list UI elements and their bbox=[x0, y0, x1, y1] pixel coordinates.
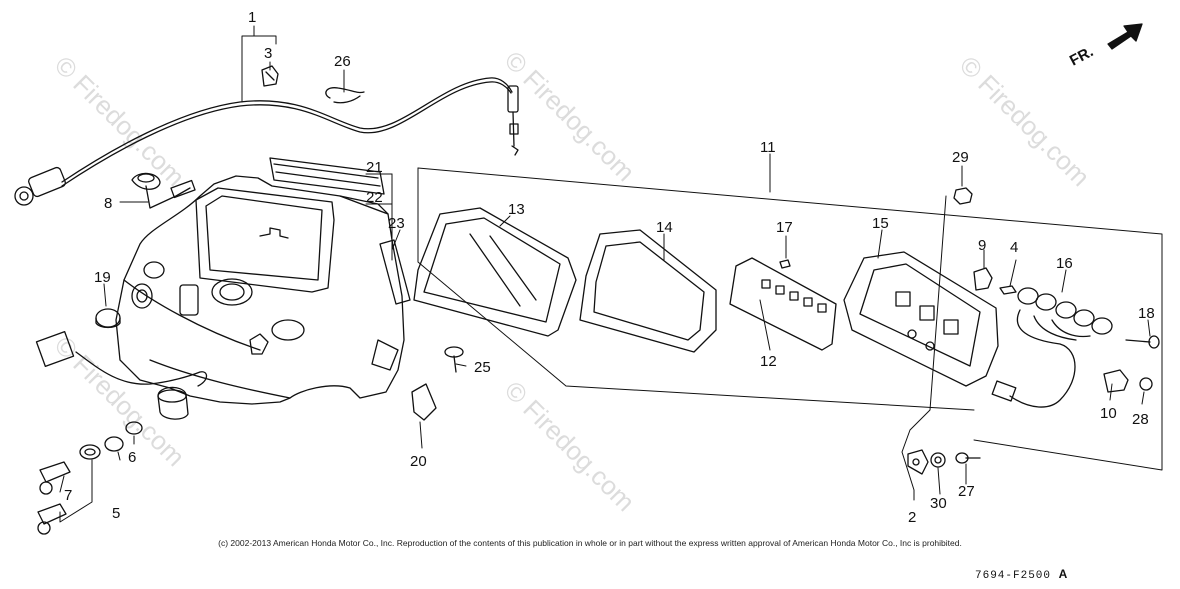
part-strips bbox=[269, 157, 411, 305]
doc-id-number: 7694-F2500 bbox=[975, 570, 1052, 582]
meter-case bbox=[843, 251, 999, 387]
meter-housing bbox=[115, 175, 405, 405]
document-id: 7694-F2500 A bbox=[975, 567, 1068, 582]
callout-labels: 1 2 3 4 5 6 7 8 9 10 11 12 13 14 15 16 1… bbox=[64, 9, 1155, 526]
callout-22: 22 bbox=[366, 189, 383, 206]
callout-15: 15 bbox=[872, 215, 889, 232]
indicator-panel bbox=[729, 257, 837, 351]
callout-18: 18 bbox=[1138, 305, 1155, 322]
callout-17: 17 bbox=[776, 219, 793, 236]
callout-9: 9 bbox=[978, 237, 986, 254]
callout-29: 29 bbox=[952, 149, 969, 166]
callout-23: 23 bbox=[388, 215, 405, 232]
meter-cable bbox=[14, 77, 519, 206]
callout-8: 8 bbox=[104, 195, 112, 212]
callout-27: 27 bbox=[958, 483, 975, 500]
callout-3: 3 bbox=[264, 45, 272, 62]
ignition-switch bbox=[35, 331, 208, 535]
callout-14: 14 bbox=[656, 219, 673, 236]
callout-5: 5 bbox=[112, 505, 120, 522]
callout-7: 7 bbox=[64, 487, 72, 504]
callout-6: 6 bbox=[128, 449, 136, 466]
part-grommet bbox=[95, 308, 121, 329]
callout-10: 10 bbox=[1100, 405, 1117, 422]
fr-label: FR. bbox=[1067, 43, 1096, 69]
small-hardware-left bbox=[411, 346, 464, 421]
part-connector-8 bbox=[131, 172, 196, 209]
part-screw-17 bbox=[779, 259, 791, 269]
part-nut-29 bbox=[953, 187, 973, 205]
callout-4: 4 bbox=[1010, 239, 1018, 256]
callout-21: 21 bbox=[366, 159, 383, 176]
meter-lens bbox=[413, 207, 577, 337]
meter-frame bbox=[579, 229, 717, 353]
callout-28: 28 bbox=[1132, 411, 1149, 428]
mount-bracket bbox=[907, 449, 981, 475]
doc-id-suffix: A bbox=[1058, 567, 1069, 581]
callout-20: 20 bbox=[410, 453, 427, 470]
callout-19: 19 bbox=[94, 269, 111, 286]
small-hardware-right bbox=[1103, 335, 1160, 393]
copyright-notice: (c) 2002-2013 American Honda Motor Co., … bbox=[218, 538, 962, 548]
bulb-socket bbox=[973, 267, 1017, 295]
front-direction-arrow: FR. bbox=[1067, 23, 1143, 70]
callout-12: 12 bbox=[760, 353, 777, 370]
callout-11: 11 bbox=[760, 139, 776, 156]
callout-26: 26 bbox=[334, 53, 351, 70]
callout-16: 16 bbox=[1056, 255, 1073, 272]
assembly-outline bbox=[417, 167, 1163, 471]
leader-lines bbox=[59, 25, 1151, 523]
callout-30: 30 bbox=[930, 495, 947, 512]
callout-25: 25 bbox=[474, 359, 491, 376]
callout-1: 1 bbox=[248, 9, 256, 26]
callout-2: 2 bbox=[908, 509, 916, 526]
part-clip bbox=[325, 87, 365, 104]
callout-13: 13 bbox=[508, 201, 525, 218]
wire-harness bbox=[991, 287, 1113, 408]
